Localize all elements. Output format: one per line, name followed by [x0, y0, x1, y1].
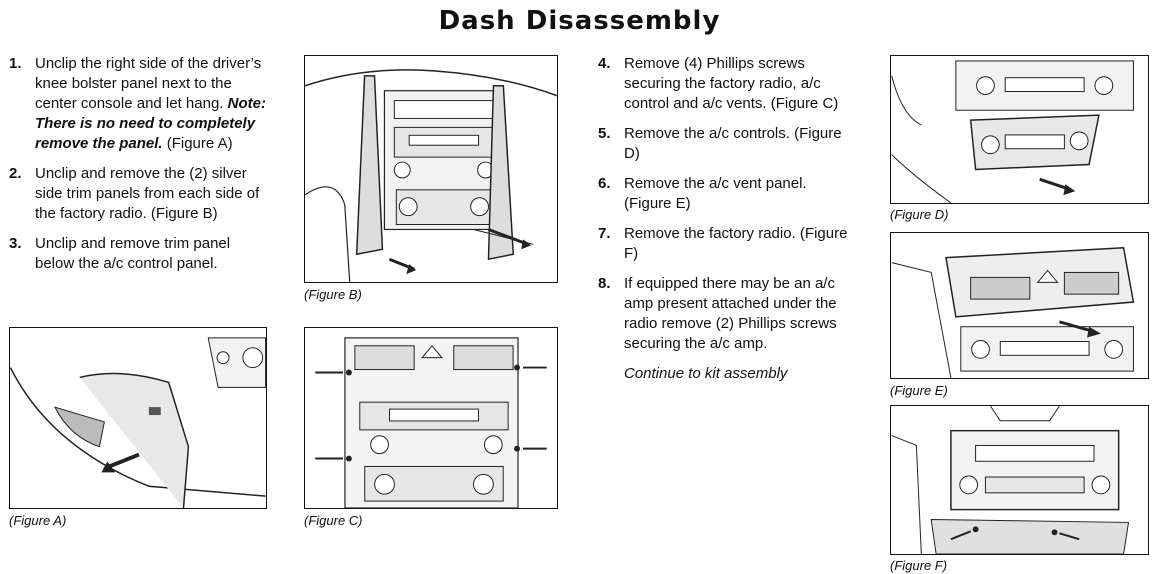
- step-figure-ref: (Figure F): [624, 225, 848, 262]
- figure-e-image: [890, 232, 1149, 379]
- step-item: 4. Remove (4) Phillips screws securing t…: [598, 54, 848, 114]
- steps-list-right: 4. Remove (4) Phillips screws securing t…: [598, 54, 848, 394]
- step-item: 3. Unclip and remove trim panel below th…: [9, 234, 271, 274]
- knee-bolster-illustration: [10, 337, 266, 508]
- step-text: Remove the factory radio.: [624, 225, 796, 242]
- step-figure-ref: (Figure A): [166, 135, 233, 152]
- step-number: 6.: [598, 175, 611, 192]
- continue-note: Continue to kit assembly: [598, 364, 848, 384]
- step-number: 4.: [598, 55, 611, 72]
- continue-text: Continue to kit assembly: [624, 365, 788, 382]
- step-item: 5. Remove the a/c controls. (Figure D): [598, 124, 848, 164]
- page-title: Dash Disassembly: [438, 6, 721, 36]
- step-figure-ref: (Figure C): [770, 95, 839, 112]
- step-item: 7. Remove the factory radio. (Figure F): [598, 224, 848, 264]
- step-number: 2.: [9, 165, 22, 182]
- step-number: 3.: [9, 235, 22, 252]
- step-item: 8. If equipped there may be an a/c amp p…: [598, 274, 848, 354]
- figure-f-image: [890, 405, 1149, 555]
- step-text: If equipped there may be an a/c amp pres…: [624, 275, 837, 352]
- step-note: Note: There is no need to completely rem…: [35, 95, 266, 152]
- figure-b-caption: (Figure B): [304, 287, 362, 302]
- figure-b-image: [304, 55, 558, 283]
- step-item: 6. Remove the a/c vent panel. (Figure E): [598, 174, 848, 214]
- step-text: Remove the a/c controls.: [624, 125, 790, 142]
- radio-screws-illustration: [315, 337, 547, 508]
- step-number: 5.: [598, 125, 611, 142]
- steps-list-left: 1. Unclip the right side of the driver’s…: [9, 54, 271, 284]
- step-number: 7.: [598, 225, 611, 242]
- step-text: Remove (4) Phillips screws securing the …: [624, 55, 821, 112]
- step-figure-ref: (Figure E): [624, 195, 691, 212]
- figure-d-caption: (Figure D): [890, 207, 949, 222]
- step-text: Unclip and remove trim panel below the a…: [35, 235, 231, 272]
- step-item: 1. Unclip the right side of the driver’s…: [9, 54, 271, 154]
- step-number: 1.: [9, 55, 22, 72]
- step-number: 8.: [598, 275, 611, 292]
- step-text: Remove the a/c vent panel.: [624, 175, 807, 192]
- step-text: Unclip the right side of the driver’s kn…: [35, 55, 262, 112]
- factory-radio-illustration: [891, 406, 1130, 554]
- step-text: Unclip and remove the (2) silver side tr…: [35, 165, 260, 222]
- step-figure-ref: (Figure B): [150, 205, 218, 222]
- figure-a-caption: (Figure A): [9, 513, 67, 528]
- dash-radio-illustration: [305, 69, 557, 282]
- figure-c-image: [304, 327, 558, 509]
- step-item: 2. Unclip and remove the (2) silver side…: [9, 164, 271, 224]
- figure-a-image: [9, 327, 267, 509]
- figure-e-caption: (Figure E): [890, 383, 948, 398]
- figure-c-caption: (Figure C): [304, 513, 363, 528]
- ac-vent-panel-illustration: [891, 247, 1135, 378]
- figure-d-image: [890, 55, 1149, 204]
- step-figure-ref: (Figure D): [624, 125, 842, 162]
- figure-f-caption: (Figure F): [890, 558, 948, 573]
- ac-controls-illustration: [891, 60, 1134, 203]
